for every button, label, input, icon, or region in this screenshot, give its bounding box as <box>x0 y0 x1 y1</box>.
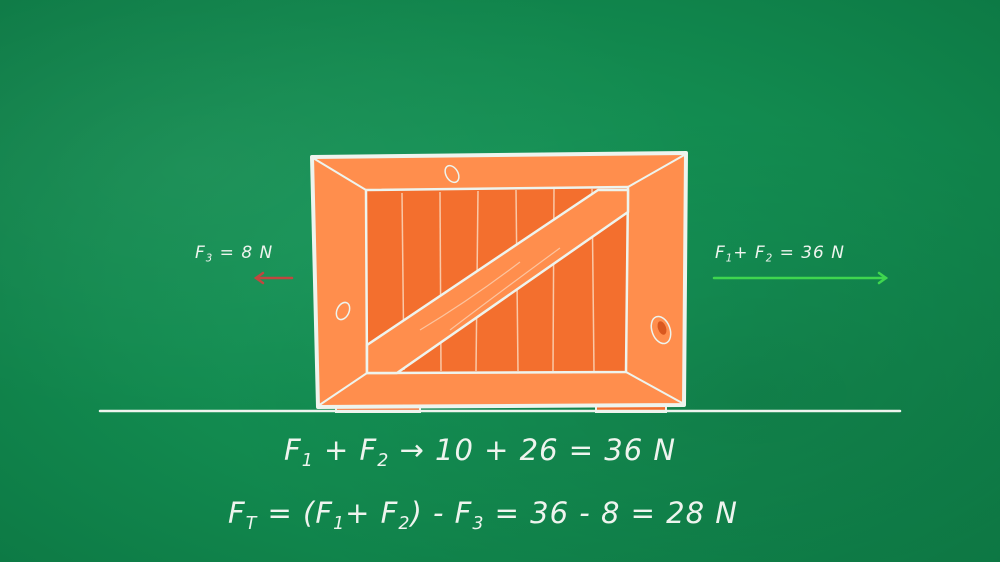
eq1-subscript-a: 1 <box>301 451 314 472</box>
force-arrow-left <box>253 271 294 285</box>
eq2-subscript-c: 3 <box>472 514 485 535</box>
eq1-rest: → 10 + 26 = 36 N <box>399 433 677 467</box>
eq2-plus: + <box>345 496 371 530</box>
right-force-symbol-b: F <box>754 243 766 263</box>
eq2-subscript-a: 1 <box>333 514 346 535</box>
right-force-plus: + <box>733 243 749 263</box>
right-force-value: = 36 N <box>779 243 845 263</box>
force-label-left: F3 = 8 N <box>195 243 274 265</box>
force-arrow-right <box>712 271 889 285</box>
eq1-symbol-a: F <box>284 433 302 467</box>
eq1-symbol-b: F <box>359 433 378 467</box>
eq2-subscript-t: T <box>245 514 258 535</box>
eq2-rest: = 36 - 8 = 28 N <box>494 496 738 530</box>
right-force-subscript-a: 1 <box>725 253 734 265</box>
wood-knots <box>335 164 672 345</box>
right-force-subscript-b: 2 <box>765 253 774 265</box>
eq2-subscript-b: 2 <box>398 514 411 535</box>
eq1-subscript-b: 2 <box>377 451 390 472</box>
eq2-symbol-t: F <box>228 496 246 530</box>
eq2-symbol-c: F <box>454 496 473 530</box>
equation-sum: F1 + F2 → 10 + 26 = 36 N <box>284 433 677 470</box>
right-force-symbol-a: F <box>715 243 726 263</box>
eq2-symbol-a: F <box>315 496 334 530</box>
crate-bevels <box>312 153 687 407</box>
crate-diagonal-brace <box>365 188 630 375</box>
left-force-symbol: F <box>195 243 206 263</box>
eq2-open: = ( <box>267 496 316 530</box>
eq2-symbol-b: F <box>380 496 399 530</box>
equation-total: FT = (F1+ F2) - F3 = 36 - 8 = 28 N <box>228 496 738 533</box>
eq2-mid: ) - <box>410 496 455 530</box>
eq1-plus: + <box>323 433 350 467</box>
left-force-subscript: 3 <box>205 253 214 265</box>
left-force-value: = 8 N <box>219 243 274 263</box>
force-label-right: F1+ F2 = 36 N <box>715 243 845 265</box>
